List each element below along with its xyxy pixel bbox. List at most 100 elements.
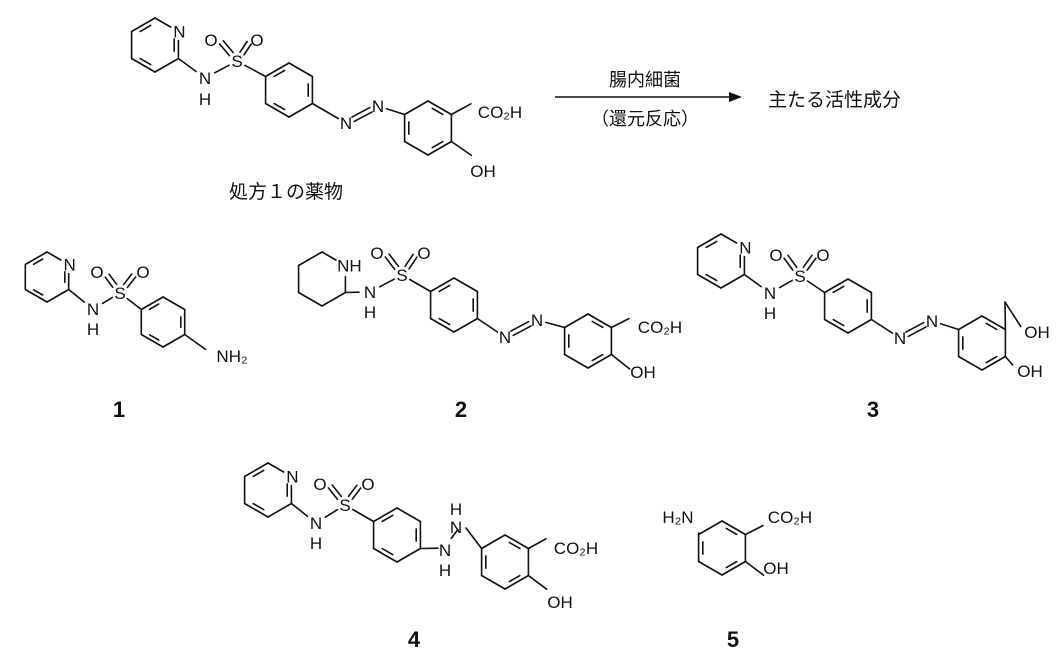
ring-bond xyxy=(957,355,983,371)
ring-bond xyxy=(429,277,455,293)
bond xyxy=(610,353,631,370)
ring-bond xyxy=(981,355,1007,371)
aromatic-inner-bond xyxy=(705,273,718,282)
atom-label-co2h: CO₂H xyxy=(554,539,598,558)
ring-bond xyxy=(243,462,269,478)
aromatic-inner-bond xyxy=(273,102,286,111)
double-bond xyxy=(331,484,343,498)
atom-label-co2h: CO₂H xyxy=(638,318,682,337)
ring-bond xyxy=(429,317,455,333)
bond xyxy=(244,64,267,78)
ring-bond xyxy=(46,251,62,261)
ring-bond xyxy=(696,233,722,249)
ring-bond xyxy=(46,288,70,303)
aromatic-inner-bond xyxy=(705,240,718,249)
ring-bond xyxy=(154,17,172,28)
aromatic-inner-bond xyxy=(252,502,265,511)
ring-bond xyxy=(243,502,269,518)
bond xyxy=(939,322,960,331)
double-bond xyxy=(907,326,927,338)
aromatic-inner-bond xyxy=(32,288,44,296)
reaction-conditions-top: 腸内細菌 xyxy=(609,70,681,91)
bond xyxy=(527,574,548,591)
atom-label-n: N xyxy=(531,311,543,330)
compound-label-1: 1 xyxy=(113,397,125,422)
ring-bond xyxy=(162,296,186,311)
aromatic-inner-bond xyxy=(591,353,604,362)
atom-label-oh: OH xyxy=(630,363,656,382)
bond xyxy=(1004,355,1014,366)
ring-bond xyxy=(24,288,48,303)
atom-label-n: N xyxy=(372,97,384,116)
ring-bond xyxy=(288,102,314,118)
atom-label-h: H xyxy=(764,304,776,323)
atom-label-h: H xyxy=(199,90,211,109)
ring-bond xyxy=(321,291,347,307)
ring-bond xyxy=(697,520,723,536)
atom-label-co2h: CO₂H xyxy=(768,508,812,527)
double-bond xyxy=(243,43,252,56)
ring-bond xyxy=(587,313,613,329)
bond xyxy=(870,318,894,334)
bond xyxy=(408,278,432,293)
atom-label-oh: OH xyxy=(763,559,789,578)
ring-bond xyxy=(847,318,873,334)
ring-bond xyxy=(823,318,849,334)
ring-bond xyxy=(403,100,429,116)
bond xyxy=(183,333,207,351)
ring-bond xyxy=(267,462,285,473)
atom-label-o: O xyxy=(417,244,430,263)
ring-bond xyxy=(427,140,453,156)
atom-label-s: S xyxy=(114,284,125,303)
aromatic-inner-bond xyxy=(252,469,265,478)
bond xyxy=(544,321,566,329)
bond xyxy=(351,508,375,523)
atom-label-o: O xyxy=(769,246,782,265)
compound-label-4: 4 xyxy=(408,627,421,652)
ring-bond xyxy=(453,277,479,293)
ring-bond xyxy=(267,502,293,518)
bond xyxy=(378,278,395,288)
double-bond xyxy=(783,257,794,271)
atom-label-oh: OH xyxy=(547,593,573,612)
double-bond xyxy=(404,253,414,268)
aromatic-inner-bond xyxy=(591,320,604,329)
ring-bond xyxy=(403,140,429,156)
atom-label-oh: OH xyxy=(470,162,496,181)
atom-label-o: O xyxy=(136,263,149,282)
double-bond xyxy=(351,106,371,118)
bond xyxy=(1004,301,1022,328)
aromatic-inner-bond xyxy=(725,560,738,569)
ring-bond xyxy=(396,547,422,563)
bond xyxy=(610,317,630,329)
double-bond xyxy=(222,39,234,54)
ring-bond xyxy=(721,520,747,536)
ring-bond xyxy=(288,62,314,78)
atom-label-nh2: NH₂ xyxy=(216,347,247,366)
double-bond xyxy=(126,276,137,289)
atom-label-o: O xyxy=(816,246,829,265)
bond xyxy=(101,296,114,305)
ring-bond xyxy=(427,100,453,116)
ring-bond xyxy=(372,507,398,523)
ring-bond xyxy=(396,507,422,523)
ring-bond xyxy=(697,560,723,576)
ring-bond xyxy=(264,62,290,78)
ring-bond xyxy=(24,251,48,266)
ring-bond xyxy=(264,102,290,118)
bond xyxy=(806,280,826,294)
bond xyxy=(177,57,197,73)
double-bond xyxy=(388,253,400,268)
atom-label-n: N xyxy=(764,284,776,303)
aromatic-inner-bond xyxy=(148,333,160,341)
double-bond xyxy=(512,325,532,337)
double-bond xyxy=(384,256,396,271)
atom-label-n: N xyxy=(64,256,76,275)
atom-label-h: H xyxy=(87,320,99,339)
atom-label-h: H xyxy=(364,303,376,322)
atom-label-o: O xyxy=(361,475,374,494)
double-bond xyxy=(218,43,231,57)
ring-bond xyxy=(720,273,746,289)
aromatic-inner-bond xyxy=(438,317,451,326)
bond xyxy=(385,107,406,116)
